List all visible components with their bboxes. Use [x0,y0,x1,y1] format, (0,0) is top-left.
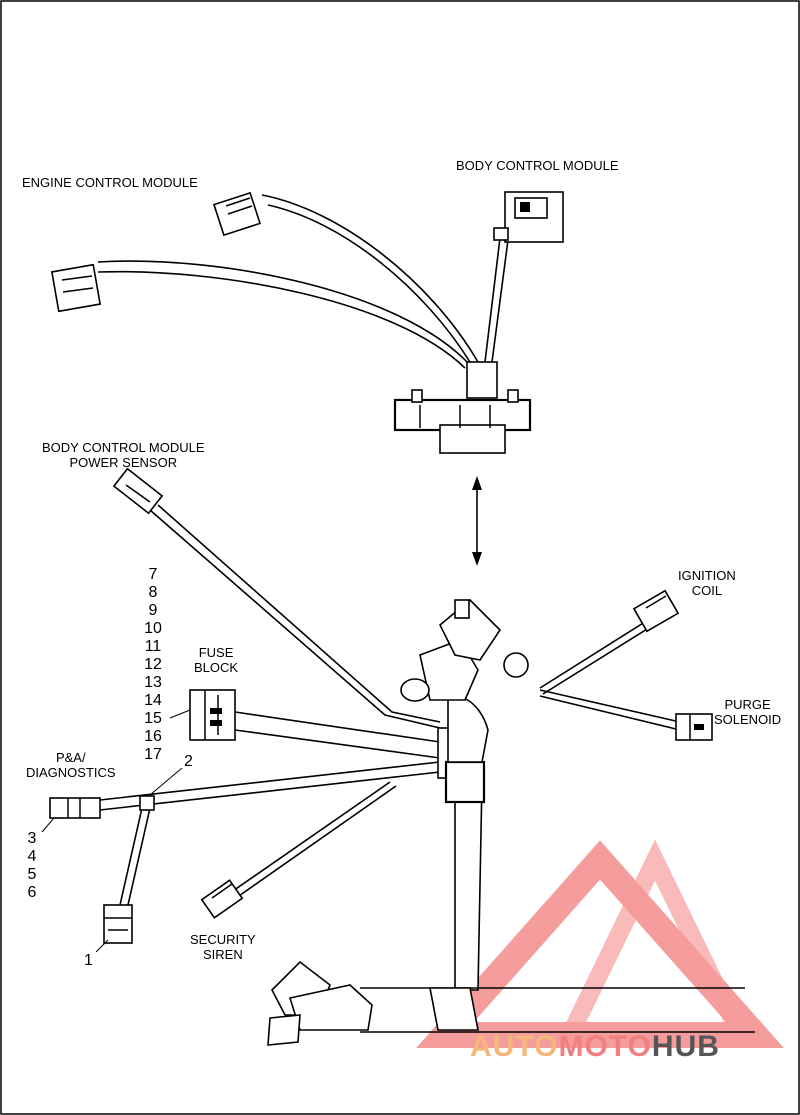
watermark-part-auto: AUTO [470,1030,559,1063]
junction-clip-icon [139,795,155,811]
diag-callout: 4 [27,848,37,865]
diag-callout: 6 [27,884,37,901]
label-pa-diagnostics: P&A/ DIAGNOSTICS [26,750,116,780]
label-security-siren-line2: SIREN [203,947,243,962]
watermark-part-moto: MOTO [558,1030,652,1063]
label-security-siren-line1: SECURITY [190,932,256,947]
diag-callout: 5 [27,866,37,883]
lower-harness [41,467,755,1046]
purge-solenoid-connector-icon [675,713,713,741]
diag-callout: 3 [27,830,37,847]
fuse-callout: 16 [144,728,162,745]
ecm-connector-upper-icon [212,191,262,237]
fuse-callout: 9 [148,602,158,619]
label-fuse-block-line2: BLOCK [194,660,239,675]
fuse-callout: 11 [144,638,162,655]
callout-item-1: 1 [84,952,93,969]
label-purge-solenoid: PURGE SOLENOID [714,697,781,727]
label-bcm-power-sensor-line2: POWER SENSOR [69,455,178,470]
watermark-part-hub: HUB [651,1030,720,1063]
fuse-callout: 14 [144,692,162,709]
fuse-callout: 12 [144,656,162,673]
label-ignition-coil-line1: IGNITION [678,568,736,583]
callout-item-2: 2 [184,753,193,770]
bcm-power-sensor-connector-icon [112,467,164,515]
label-purge-solenoid-line1: PURGE [724,697,771,712]
label-pa-diagnostics-line2: DIAGNOSTICS [26,765,116,780]
fuse-callout: 17 [144,746,162,763]
label-ignition-coil-line2: COIL [691,583,723,598]
label-purge-solenoid-line2: SOLENOID [714,712,782,727]
label-ignition-coil: IGNITION COIL [678,568,736,598]
fuse-callout: 10 [144,620,162,637]
watermark-text: AUTOMOTOHUB [470,1030,720,1064]
label-fuse-block-line1: FUSE [198,645,234,660]
ignition-coil-connector-icon [632,589,680,633]
fuse-callout: 8 [148,584,158,601]
fuse-callout-list: 7 8 9 10 11 12 13 14 15 16 17 [140,566,166,764]
diag-callout-list: 3 4 5 6 [24,830,40,902]
label-body-control-module: BODY CONTROL MODULE [456,158,619,173]
upper-harness [50,191,564,454]
fuse-callout: 13 [144,674,162,691]
fuse-block-connector-icon [189,689,236,741]
security-siren-connector-icon [200,879,244,919]
label-engine-control-module: ENGINE CONTROL MODULE [22,175,198,190]
label-bcm-power-sensor: BODY CONTROL MODULE POWER SENSOR [42,440,205,470]
label-security-siren: SECURITY SIREN [190,932,256,962]
label-fuse-block: FUSE BLOCK [194,645,238,675]
label-pa-diagnostics-line1: P&A/ [55,750,86,765]
body-control-module-icon [493,191,564,243]
fuse-callout: 15 [144,710,162,727]
pa-diagnostics-connector-icon [49,797,101,819]
fuse-callout: 7 [148,566,158,583]
double-arrow-icon [472,476,482,566]
ecm-connector-lower-icon [50,263,102,313]
label-bcm-power-sensor-line1: BODY CONTROL MODULE [42,440,205,455]
watermark-logo-icon [416,839,784,1048]
item-1-connector-icon [103,904,133,944]
